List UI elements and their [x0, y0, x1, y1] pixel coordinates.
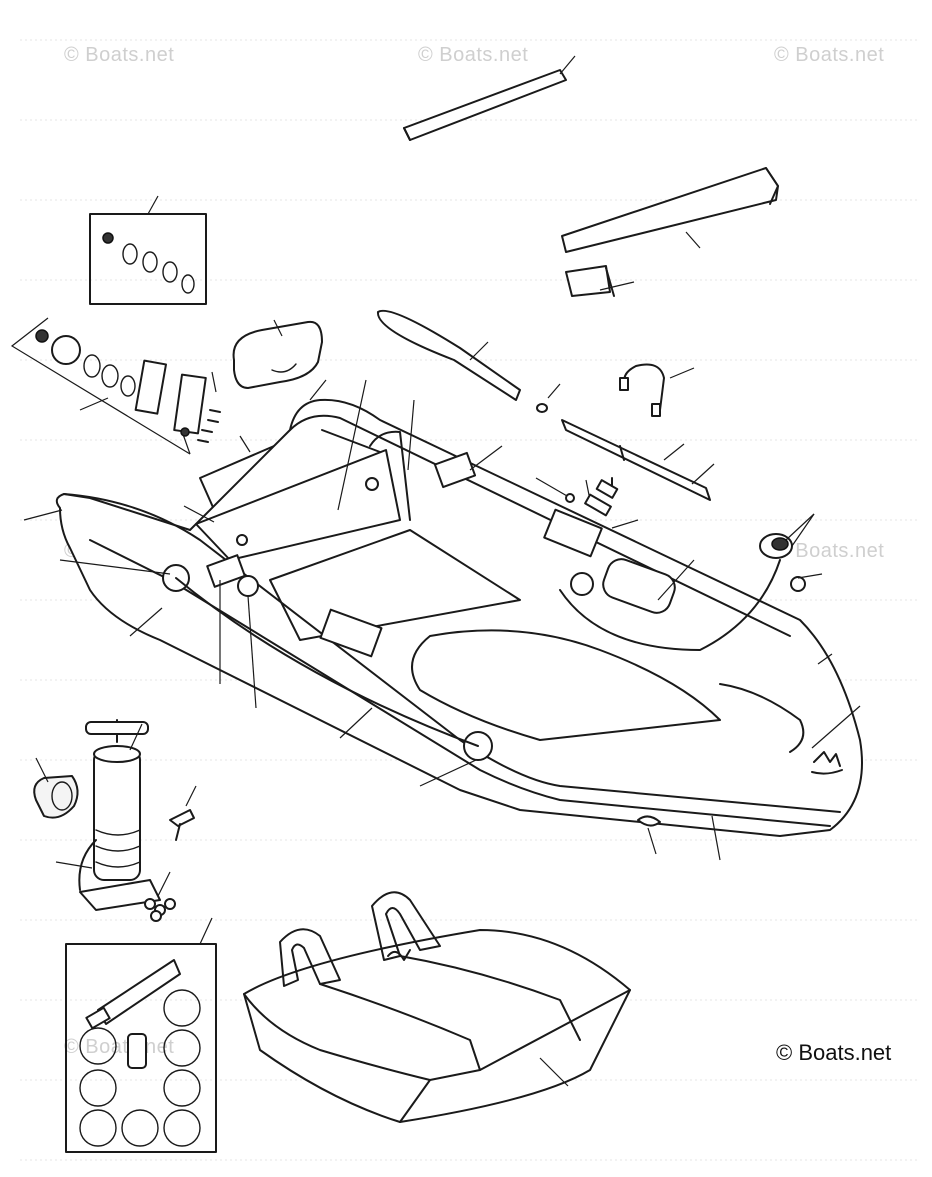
oar-shaft	[561, 419, 715, 501]
repair-kit-box	[65, 917, 217, 1153]
valve-assembly	[10, 317, 221, 455]
valve-kit-box	[89, 195, 207, 305]
bow-pocket	[232, 319, 323, 389]
watermark-top-left: © Boats.net	[64, 44, 175, 66]
carry-bag	[243, 891, 631, 1123]
foot-pump	[33, 719, 197, 922]
watermark-top-center: © Boats.net	[418, 44, 529, 66]
copyright-label: © Boats.net	[776, 1040, 892, 1065]
seat-board-bracket	[561, 167, 779, 297]
inflatable-boat	[23, 379, 863, 861]
seat-board-top	[403, 55, 576, 141]
watermark-mid-right: © Boats.net	[774, 540, 885, 562]
oar-blade	[377, 309, 561, 413]
grab-strap	[619, 363, 695, 417]
air-valve	[759, 513, 823, 592]
watermark-top-right: © Boats.net	[774, 44, 885, 66]
seat-fittings	[565, 477, 619, 517]
